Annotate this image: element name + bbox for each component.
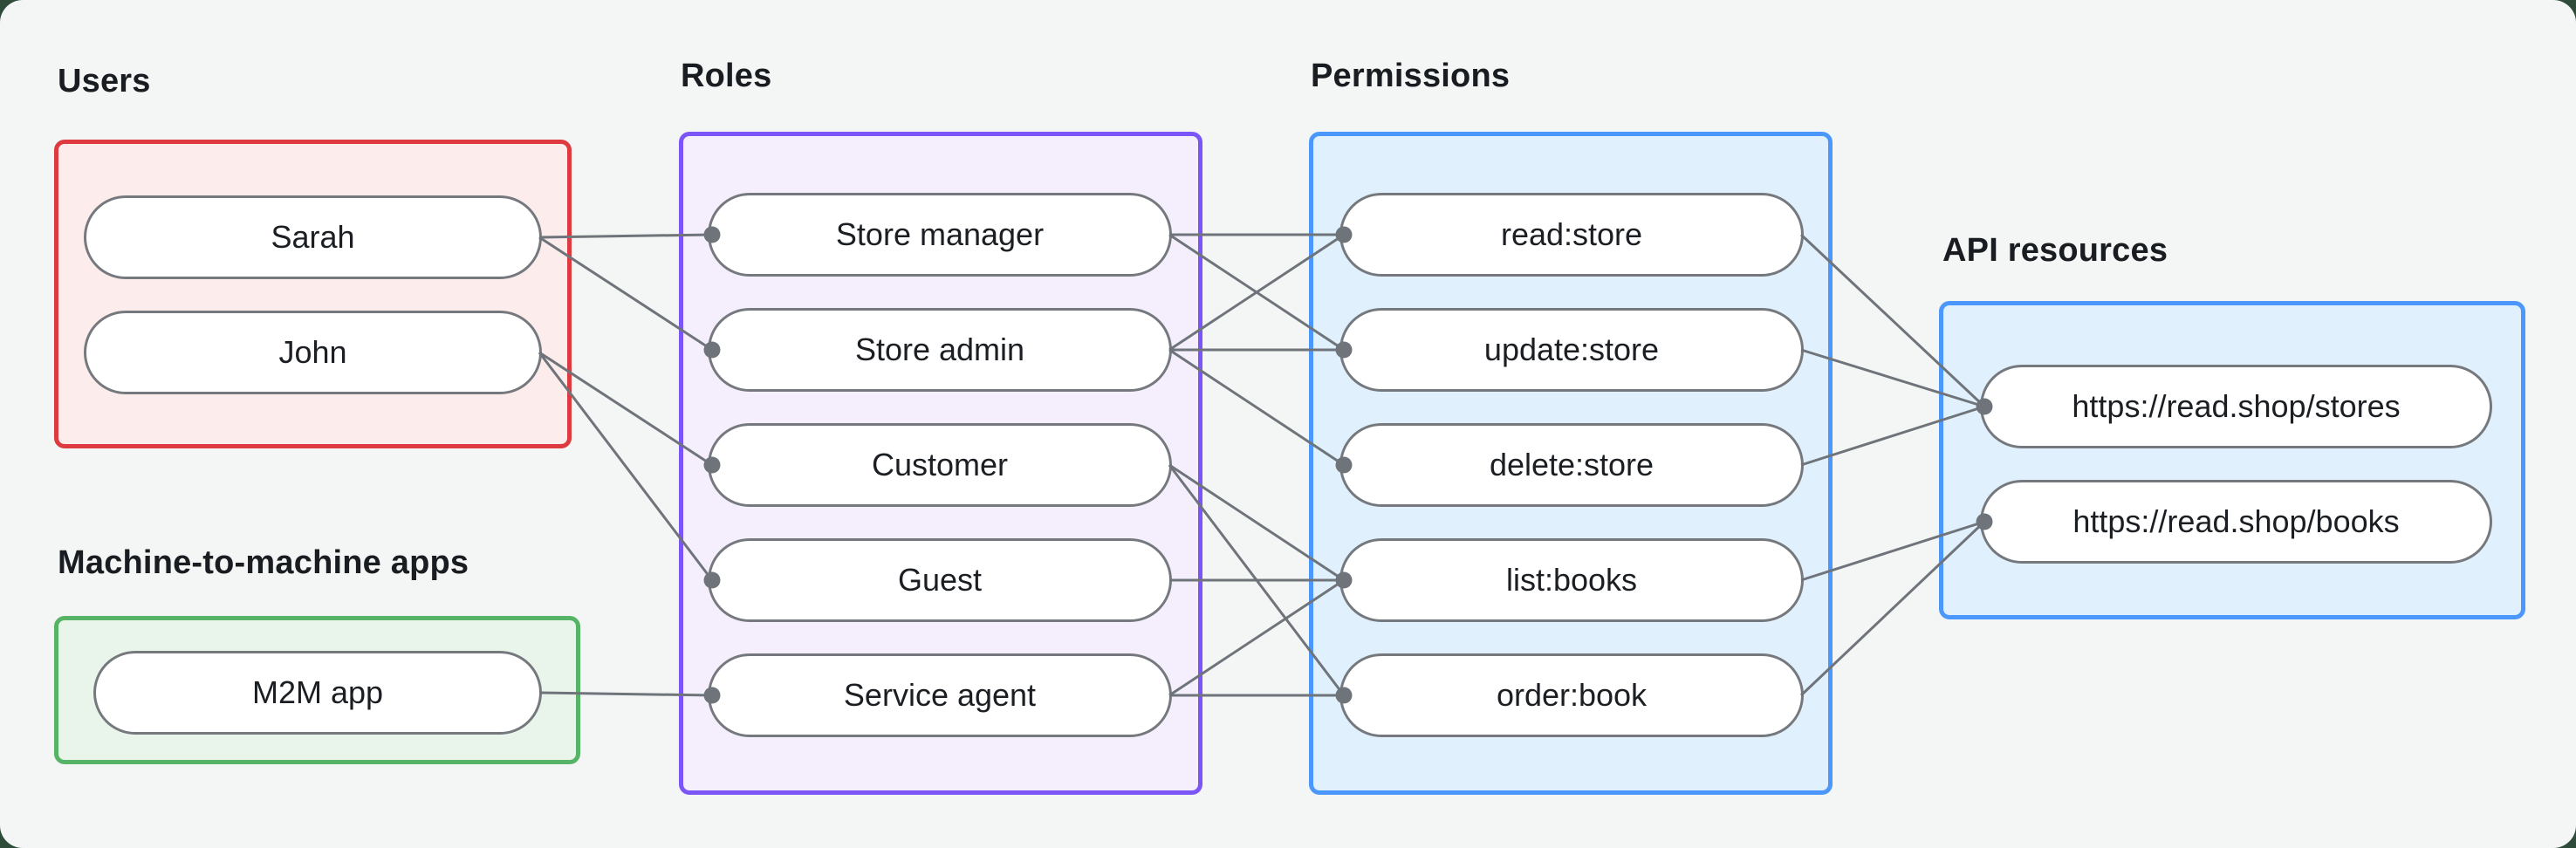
node-permission-order-book: order:book [1339,653,1804,737]
node-role-store-manager: Store manager [708,193,1172,277]
node-m2m-app: M2M app [93,651,542,735]
users-group-box [54,140,572,448]
node-user-sarah: Sarah [84,195,542,279]
node-api-resource-stores: https://read.shop/stores [1980,365,2492,448]
node-api-resource-books: https://read.shop/books [1980,480,2492,564]
node-permission-update-store: update:store [1339,308,1804,392]
roles-group-label: Roles [681,58,772,94]
api-resources-group-box [1939,301,2525,619]
node-role-service-agent: Service agent [708,653,1172,737]
node-permission-read-store: read:store [1339,193,1804,277]
node-permission-delete-store: delete:store [1339,423,1804,507]
node-permission-list-books: list:books [1339,538,1804,622]
node-role-guest: Guest [708,538,1172,622]
machine-to-machine-group-label: Machine-to-machine apps [58,544,469,581]
api-resources-group-label: API resources [1942,232,2168,269]
permissions-group-label: Permissions [1311,58,1511,94]
node-user-john: John [84,311,542,394]
users-group-label: Users [58,63,151,99]
node-role-store-admin: Store admin [708,308,1172,392]
node-role-customer: Customer [708,423,1172,507]
